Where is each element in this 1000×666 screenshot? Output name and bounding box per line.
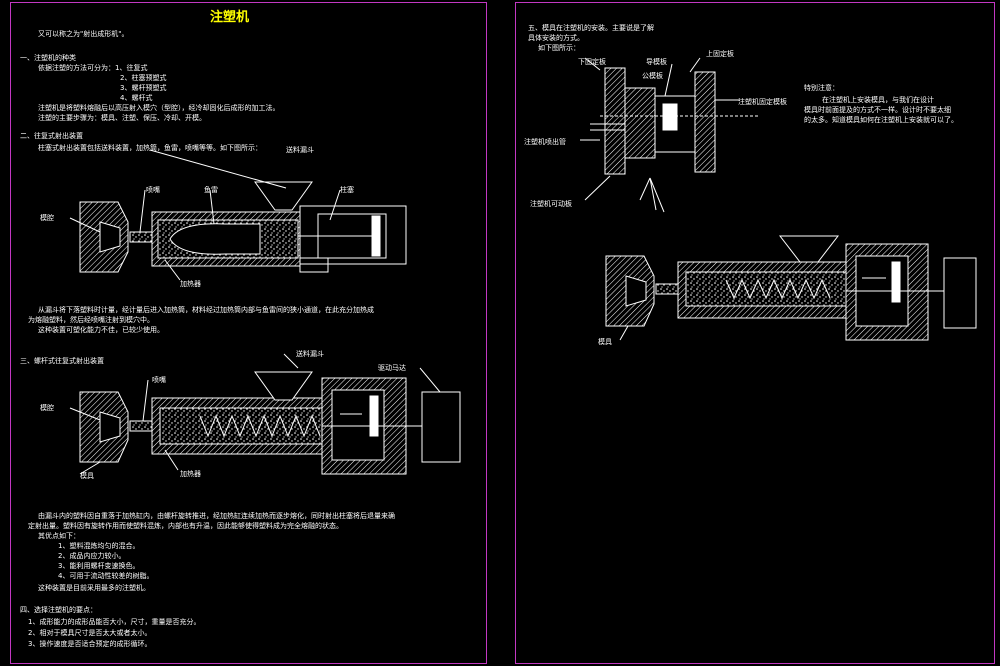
section2-para: 这种装置可塑化能力不佳，已较少使用。 <box>38 326 164 334</box>
fig2-screw <box>199 414 321 438</box>
section3-adv-item: 2、成品内应力较小。 <box>58 552 126 560</box>
fig4-nozzle <box>655 283 679 295</box>
section3-heading: 三、螺杆式往复式射出装置 <box>20 357 104 365</box>
fig2-mold-cavity <box>99 411 121 443</box>
figure-mold-installation <box>580 57 760 213</box>
fig2-barrel-inner <box>159 407 326 445</box>
note-line: 的太多。知道模具如何在注塑机上安装就可以了。 <box>804 116 958 124</box>
section3-adv-item: 3、能利用螺杆变速换色。 <box>58 562 140 570</box>
note-line: 在注塑机上安装模具，与我们在设计 <box>822 96 934 104</box>
section1-desc: 注塑的主要步骤为：模具、注塑、保压、冷却、开模。 <box>38 114 206 122</box>
section1-item: 3、螺杆预塑式 <box>120 84 167 92</box>
fig1-heater-label: 加热器 <box>180 279 201 288</box>
section3-adv-item: 1、塑料混炼均匀的混合。 <box>58 542 140 550</box>
section4-item: 1、成形能力的成形品能否大小，尺寸，重量是否充分。 <box>28 618 201 626</box>
fig4-mold-label: 模具 <box>598 337 612 346</box>
section5-line: 如下图所示： <box>538 44 580 52</box>
fig2-mold2-label: 模具 <box>80 471 94 480</box>
fig3-upper-plate-label: 上固定板 <box>706 49 734 58</box>
figure-plunger-injection <box>69 149 407 281</box>
section2-heading: 二、往复式射出装置 <box>20 132 83 140</box>
fig1-plunger-housing <box>299 205 407 265</box>
fig1-torpedo <box>169 223 261 255</box>
section1-line: 依据注塑的方法可分为：1、往复式 <box>38 64 148 72</box>
intro-text: 又可以称之为"射出成形机"。 <box>38 30 129 38</box>
fig3-nozzle-side-label: 注塑机喷出管 <box>524 137 566 146</box>
fig1-piston <box>371 215 381 257</box>
fig1-nozzle-label: 喷嘴 <box>146 185 160 194</box>
fig3-mold-plate-label: 公模板 <box>642 71 663 80</box>
section1-item: 4、螺杆式 <box>120 94 153 102</box>
section3-adv-item: 4、可用于流动性较差的树脂。 <box>58 572 154 580</box>
section2-para: 为熔融塑料，然后经喷嘴注射到模穴中。 <box>28 316 154 324</box>
fig2-hopper <box>254 371 313 401</box>
section1-desc: 注塑机是将塑料熔融后以高压射入模穴（型腔），经冷却固化后成形的加工法。 <box>38 104 280 112</box>
section3-para: 由漏斗内的塑料因自重落于加热缸内，由螺杆旋转推进，经加热缸连续加热而逐步熔化，同… <box>38 512 395 520</box>
fig4-hopper <box>778 235 840 263</box>
section2-desc: 柱塞式射出装置包括送料装置，加热筒，鱼雷，喷嘴等等。如下图所示： <box>38 144 262 152</box>
section3-adv-heading: 其优点如下： <box>38 532 80 540</box>
fig2-nozzle-label: 喷嘴 <box>152 375 166 384</box>
fig3-fixed-side-label: 注塑机固定模板 <box>738 97 787 106</box>
fig1-plunger-label: 柱塞 <box>340 185 354 194</box>
note-line: 模具时前面提及的方式不一样。设计时不要太细 <box>804 106 951 114</box>
fig1-mold-label: 模腔 <box>40 213 54 222</box>
section5-line: 具体安装的方式。 <box>528 34 584 42</box>
section4-item: 2、相对于模具尺寸是否太大或者太小。 <box>28 629 152 637</box>
fig4-motor <box>943 257 977 329</box>
section3-para: 定射出量。塑料因有旋转作用而使塑料混炼，内部也有升温，因此能够使得塑料成为完全熔… <box>28 522 343 530</box>
fig1-hopper <box>254 181 313 211</box>
fig3-upper-plate <box>694 71 716 173</box>
section1-heading: 一、注塑机的种类 <box>20 54 76 62</box>
fig2-mold-label: 模腔 <box>40 403 54 412</box>
fig1-torpedo-label: 鱼雷 <box>204 185 218 194</box>
figure-assembled-machine <box>605 235 977 341</box>
fig1-hopper-label: 送料漏斗 <box>286 145 314 154</box>
fig2-motor-label: 驱动马达 <box>378 363 406 372</box>
right-drawing-sheet <box>515 2 995 664</box>
fig2-heater-label: 加热器 <box>180 469 201 478</box>
fig2-nozzle <box>129 420 153 432</box>
fig1-base <box>299 257 329 273</box>
fig3-tie-plate-label: 导模板 <box>646 57 667 66</box>
fig1-nozzle <box>129 231 153 243</box>
section2-para: 从漏斗将下落塑料时计量，经计量后进入加热筒，材料经过加热筒内部与鱼雷间的狭小通道… <box>38 306 374 314</box>
section5-heading: 五、模具在注塑机的安装。主要说是了解 <box>528 24 654 32</box>
section4-item: 3、操作速度是否适合预定的成形循环。 <box>28 640 152 648</box>
note-heading: 特别注意： <box>804 84 839 92</box>
section4-heading: 四、选择注塑机的要点： <box>20 606 97 614</box>
figure-screw-injection <box>69 353 461 475</box>
fig2-piston <box>369 395 379 437</box>
page-title: 注塑机 <box>210 10 250 25</box>
left-drawing-sheet <box>10 2 487 664</box>
fig3-moving-plate-label: 注塑机可动板 <box>530 199 572 208</box>
section3-tail: 这种装置是目前采用最多的注塑机。 <box>38 584 150 592</box>
fig1-mold-cavity <box>99 221 121 253</box>
section1-item: 2、柱塞预塑式 <box>120 74 167 82</box>
fig3-fixed-plate <box>604 67 626 175</box>
fig2-hopper-label: 送料漏斗 <box>296 349 324 358</box>
fig3-fixed-plate-label: 下固定板 <box>578 57 606 66</box>
fig2-motor <box>421 391 461 463</box>
